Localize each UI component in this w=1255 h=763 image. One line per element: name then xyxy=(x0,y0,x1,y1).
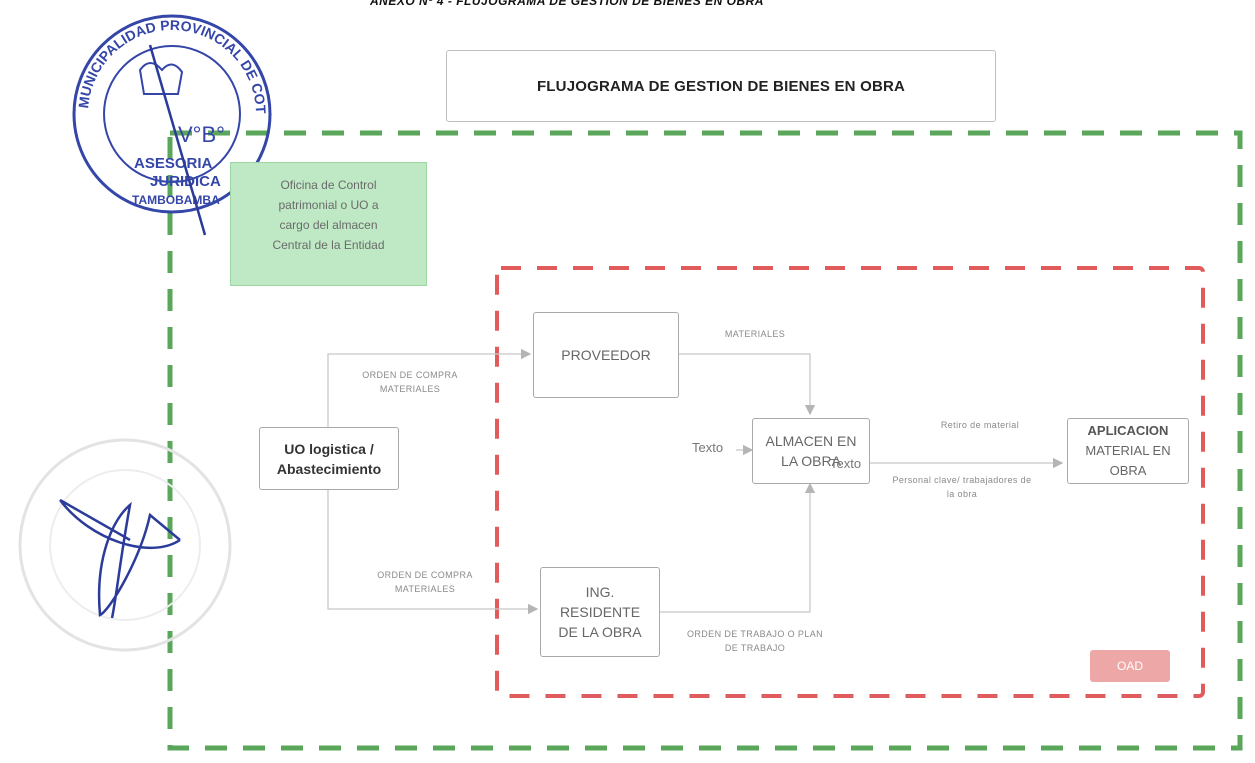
edge-label-materiales: MATERIALES xyxy=(700,327,810,341)
seal-vb: V°B° xyxy=(178,122,225,147)
node-aplicacion-line: APLICACION xyxy=(1087,423,1169,438)
seal-area-line2: JURIDICA xyxy=(150,173,221,190)
edge-label-orden-compra-bottom: ORDEN DE COMPRA MATERIALES xyxy=(360,568,490,596)
edge-label-line: ORDEN DE TRABAJO O PLAN xyxy=(686,629,824,639)
node-almacen-line: LA OBRA xyxy=(781,453,841,469)
oad-button[interactable]: OAD xyxy=(1090,650,1170,682)
control-office-box: Oficina de Control patrimonial o UO a ca… xyxy=(230,162,427,286)
node-almacen-line: ALMACEN EN xyxy=(765,433,857,449)
free-text-right: Texto xyxy=(830,456,862,471)
arrow-uo-to-proveedor xyxy=(327,348,532,427)
edge-label-line: MATERIALES xyxy=(724,329,786,339)
free-text-left: Texto xyxy=(692,440,724,455)
seal-area-line1: ASESORIA xyxy=(134,155,213,172)
handwritten-signature xyxy=(59,498,181,619)
edge-label-line: la obra xyxy=(946,489,978,499)
outer-green-dashed-frame xyxy=(167,130,1243,751)
node-ing-residente: ING. RESIDENTE DE LA OBRA xyxy=(540,567,660,657)
control-office-line: Oficina de Control xyxy=(280,178,377,192)
node-almacen: ALMACEN EN LA OBRA xyxy=(752,418,870,484)
node-ing-residente-line: ING. xyxy=(585,584,615,600)
edge-label-line: ORDEN DE COMPRA xyxy=(362,370,458,380)
edge-label-line: Personal clave/ trabajadores de xyxy=(892,475,1032,485)
control-office-line: cargo del almacen xyxy=(279,218,378,232)
diagram-title: FLUJOGRAMA DE GESTION DE BIENES EN OBRA xyxy=(536,77,906,95)
edge-label-line: DE TRABAJO xyxy=(724,643,786,653)
faded-seal xyxy=(18,438,232,652)
page-header-caption: ANEXO Nº 4 - FLUJOGRAMA DE GESTION DE BI… xyxy=(370,0,764,8)
diagram-title-box: FLUJOGRAMA DE GESTION DE BIENES EN OBRA xyxy=(446,50,996,122)
node-uo-logistica-line: UO logistica / xyxy=(284,440,374,457)
edge-label-personal: Personal clave/ trabajadores de la obra xyxy=(872,473,1052,501)
node-proveedor: PROVEEDOR xyxy=(533,312,679,398)
edge-label-orden-compra-top: ORDEN DE COMPRA MATERIALES xyxy=(350,368,470,396)
edge-label-retiro: Retiro de material xyxy=(920,418,1040,432)
arrow-uo-to-residente xyxy=(327,490,539,615)
node-aplicacion-line: MATERIAL EN xyxy=(1085,443,1171,458)
node-proveedor-label: PROVEEDOR xyxy=(561,347,651,363)
seal-pen-mark xyxy=(148,44,207,236)
control-office-line: Central de la Entidad xyxy=(272,238,385,252)
node-uo-logistica: UO logistica / Abastecimiento xyxy=(259,427,399,490)
node-aplicacion: APLICACION MATERIAL EN OBRA xyxy=(1067,418,1189,484)
edge-label-line: MATERIALES xyxy=(394,584,456,594)
edge-label-line: ORDEN DE COMPRA xyxy=(377,570,473,580)
control-office-line: patrimonial o UO a xyxy=(278,198,379,212)
node-ing-residente-line: DE LA OBRA xyxy=(558,624,642,640)
node-uo-logistica-line: Abastecimiento xyxy=(276,460,382,477)
arrow-residente-to-almacen xyxy=(660,482,816,613)
node-aplicacion-line: OBRA xyxy=(1109,463,1147,478)
edge-label-line: Retiro de material xyxy=(940,420,1020,430)
arrow-proveedor-to-almacen xyxy=(679,353,816,416)
seal-place: TAMBOBAMBA xyxy=(132,193,220,207)
inner-red-dashed-frame xyxy=(495,266,1205,698)
node-ing-residente-line: RESIDENTE xyxy=(559,604,641,620)
edge-label-orden-trabajo: ORDEN DE TRABAJO O PLAN DE TRABAJO xyxy=(665,627,845,655)
seal-crest-icon xyxy=(138,62,184,95)
edge-label-line: MATERIALES xyxy=(379,384,441,394)
